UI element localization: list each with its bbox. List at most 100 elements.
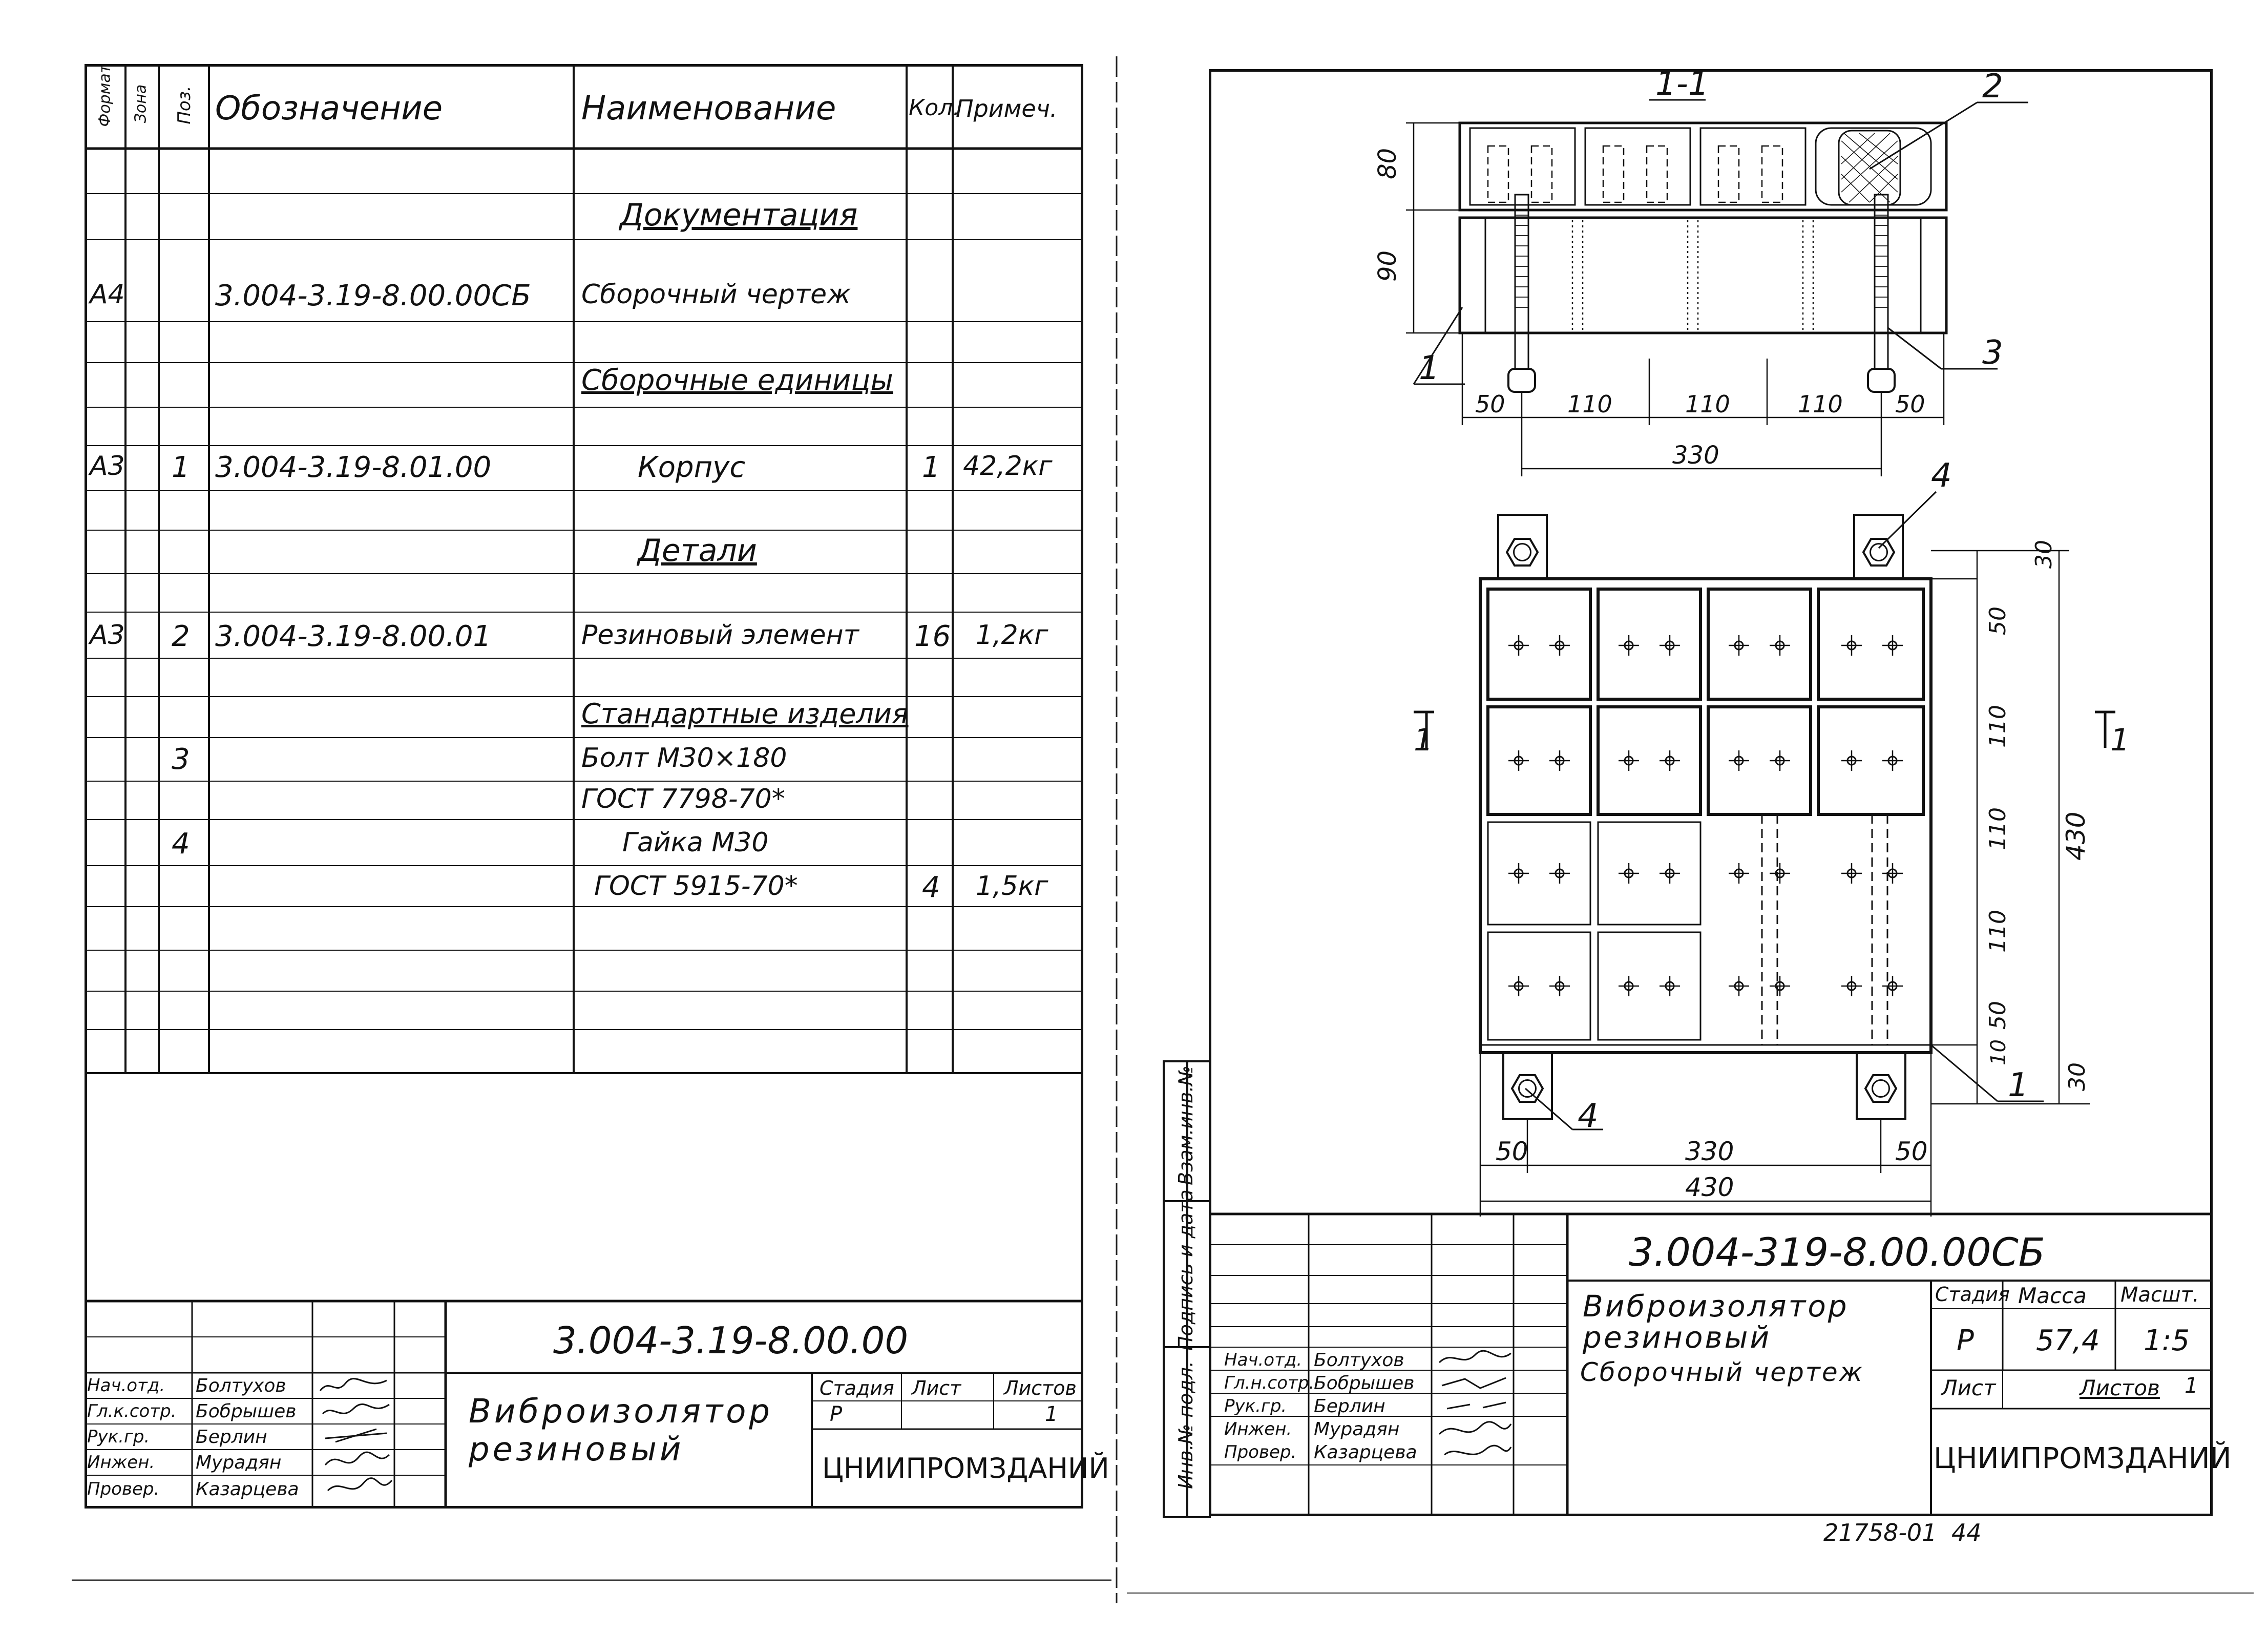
spec-row-name: ГОСТ 5915-70* [594,871,798,902]
left-person-name: Берлин [196,1427,267,1448]
right-person-name: Казарцева [1314,1442,1417,1463]
dim-50-right: 50 [1895,390,1925,418]
plan-dim-50-bottom: 50 [1985,1001,2011,1030]
spec-row-name: Болт М30×180 [581,743,787,773]
left-person-role: Гл.к.сотр. [87,1401,177,1421]
plan-dim-110-b: 110 [1985,807,2011,850]
right-person-name: Бобрышев [1314,1373,1415,1394]
plan-dim-110-a: 110 [1985,705,2011,748]
right-scale-value: 1:5 [2144,1324,2190,1357]
right-person-role: Гл.н.сотр. [1224,1373,1315,1393]
dim-110-b: 110 [1685,390,1730,418]
right-person-name: Берлин [1314,1396,1385,1417]
left-sheets-value: 1 [1045,1402,1058,1426]
left-person-role: Провер. [87,1479,160,1499]
dim-330-top: 330 [1672,441,1719,470]
spec-row-note: 1,5кг [976,871,1048,902]
left-signatures [319,1377,393,1492]
hex-nut [1864,1074,1898,1103]
right-person-role: Провер. [1224,1442,1297,1462]
spec-row-pos: 2 [172,620,190,653]
plan-dim-30-top: 30 [2031,540,2057,569]
hex-nut [1510,1074,1544,1103]
left-doc-code: 3.004-3.19-8.00.00 [553,1319,909,1362]
spec-row-name: Резиновый элемент [581,620,859,651]
right-mass-label: Масса [2018,1283,2087,1308]
right-person-name: Мурадян [1314,1419,1400,1440]
bolt-head [1518,1079,1537,1098]
spec-row-pos: 3 [172,743,190,776]
right-stage-label: Стадия [1935,1283,2010,1306]
callout-1-top: 1 [1419,349,1440,387]
plan-dim-50-top: 50 [1985,606,2011,635]
callout-3: 3 [1982,334,2003,372]
spec-row-qty: 1 [922,451,940,484]
spec-row-note: 42,2кг [963,451,1053,481]
plan-markers [1505,538,1903,1103]
spec-row-designation: 3.004-3.19-8.00.00СБ [215,279,531,312]
header-name: Наименование [581,90,836,128]
spec-row-pos: 4 [172,827,190,861]
right-person-role: Рук.гр. [1224,1396,1287,1416]
right-stage-value: Р [1957,1324,1974,1357]
footer-page-number: 44 [1951,1519,1982,1546]
hex-nut [1505,538,1539,567]
left-doc-title: Виброизолятор резиновый [469,1393,773,1469]
callout-2: 2 [1982,68,2003,106]
plan-dim-330: 330 [1685,1137,1734,1166]
dim-110-a: 110 [1567,390,1612,418]
spec-sheet-border [85,64,1083,1509]
plan-dim-30-bottom: 30 [2064,1062,2090,1091]
spec-row-designation: 3.004-3.19-8.00.01 [215,620,492,653]
spec-row-format: А3 [90,451,125,481]
bolt-head [1870,543,1888,561]
left-person-name: Болтухов [196,1375,286,1396]
plan-dim-430-vertical: 430 [2061,812,2091,861]
left-person-name: Бобрышев [196,1401,297,1422]
left-sheet-label: Лист [912,1377,961,1399]
spec-row-pos: 1 [172,451,190,484]
spec-row-format: А4 [90,279,125,310]
right-org: ЦНИИПРОМЗДАНИЙ [1934,1442,2232,1475]
spec-row-format: А3 [90,620,125,651]
spec-heading-documentation: Документация [620,197,858,233]
spec-row-name: Гайка М30 [622,827,769,858]
right-signatures [1438,1350,1512,1456]
right-doc-title: Виброизолятор резиновый [1583,1289,1849,1355]
left-person-role: Рук.гр. [87,1427,150,1447]
right-sheet-label: Лист [1941,1375,1996,1400]
plan-dim-10: 10 [1987,1039,2010,1065]
right-person-name: Болтухов [1314,1350,1404,1371]
spec-row-name: Сборочный чертеж [581,279,851,310]
spec-row-qty: 16 [914,620,951,653]
spec-row-designation: 3.004-3.19-8.01.00 [215,451,492,484]
plan-dim-110-c: 110 [1985,910,2011,953]
hex-nut [1862,538,1896,567]
dim-80: 80 [1373,148,1402,179]
right-scale-label: Масшт. [2120,1283,2199,1307]
callout-1-plan: 1 [2008,1066,2029,1104]
left-stage-value: Р [830,1402,843,1426]
right-person-role: Инжен. [1224,1419,1292,1439]
plan-dim-50-left: 50 [1496,1137,1528,1166]
side-stamp-grid [1163,1060,1211,1518]
left-stage-label: Стадия [820,1377,894,1399]
spec-row-name: ГОСТ 7798-70* [581,784,785,814]
right-sheets-label: Листов [2080,1375,2160,1400]
dim-110-c: 110 [1798,390,1843,418]
right-doc-code: 3.004-319-8.00.00СБ [1629,1229,2045,1275]
section-mark-right: 1 [2110,722,2130,758]
bolt-head [1872,1079,1890,1098]
spec-row-qty: 4 [922,871,940,904]
plan-dim-50-right: 50 [1895,1137,1928,1166]
header-qty: Кол. [909,95,960,121]
spec-row-name: Корпус [638,451,746,484]
left-person-role: Нач.отд. [87,1375,165,1396]
drawing-sheet-border [1209,69,2213,1516]
dim-90: 90 [1373,250,1402,282]
